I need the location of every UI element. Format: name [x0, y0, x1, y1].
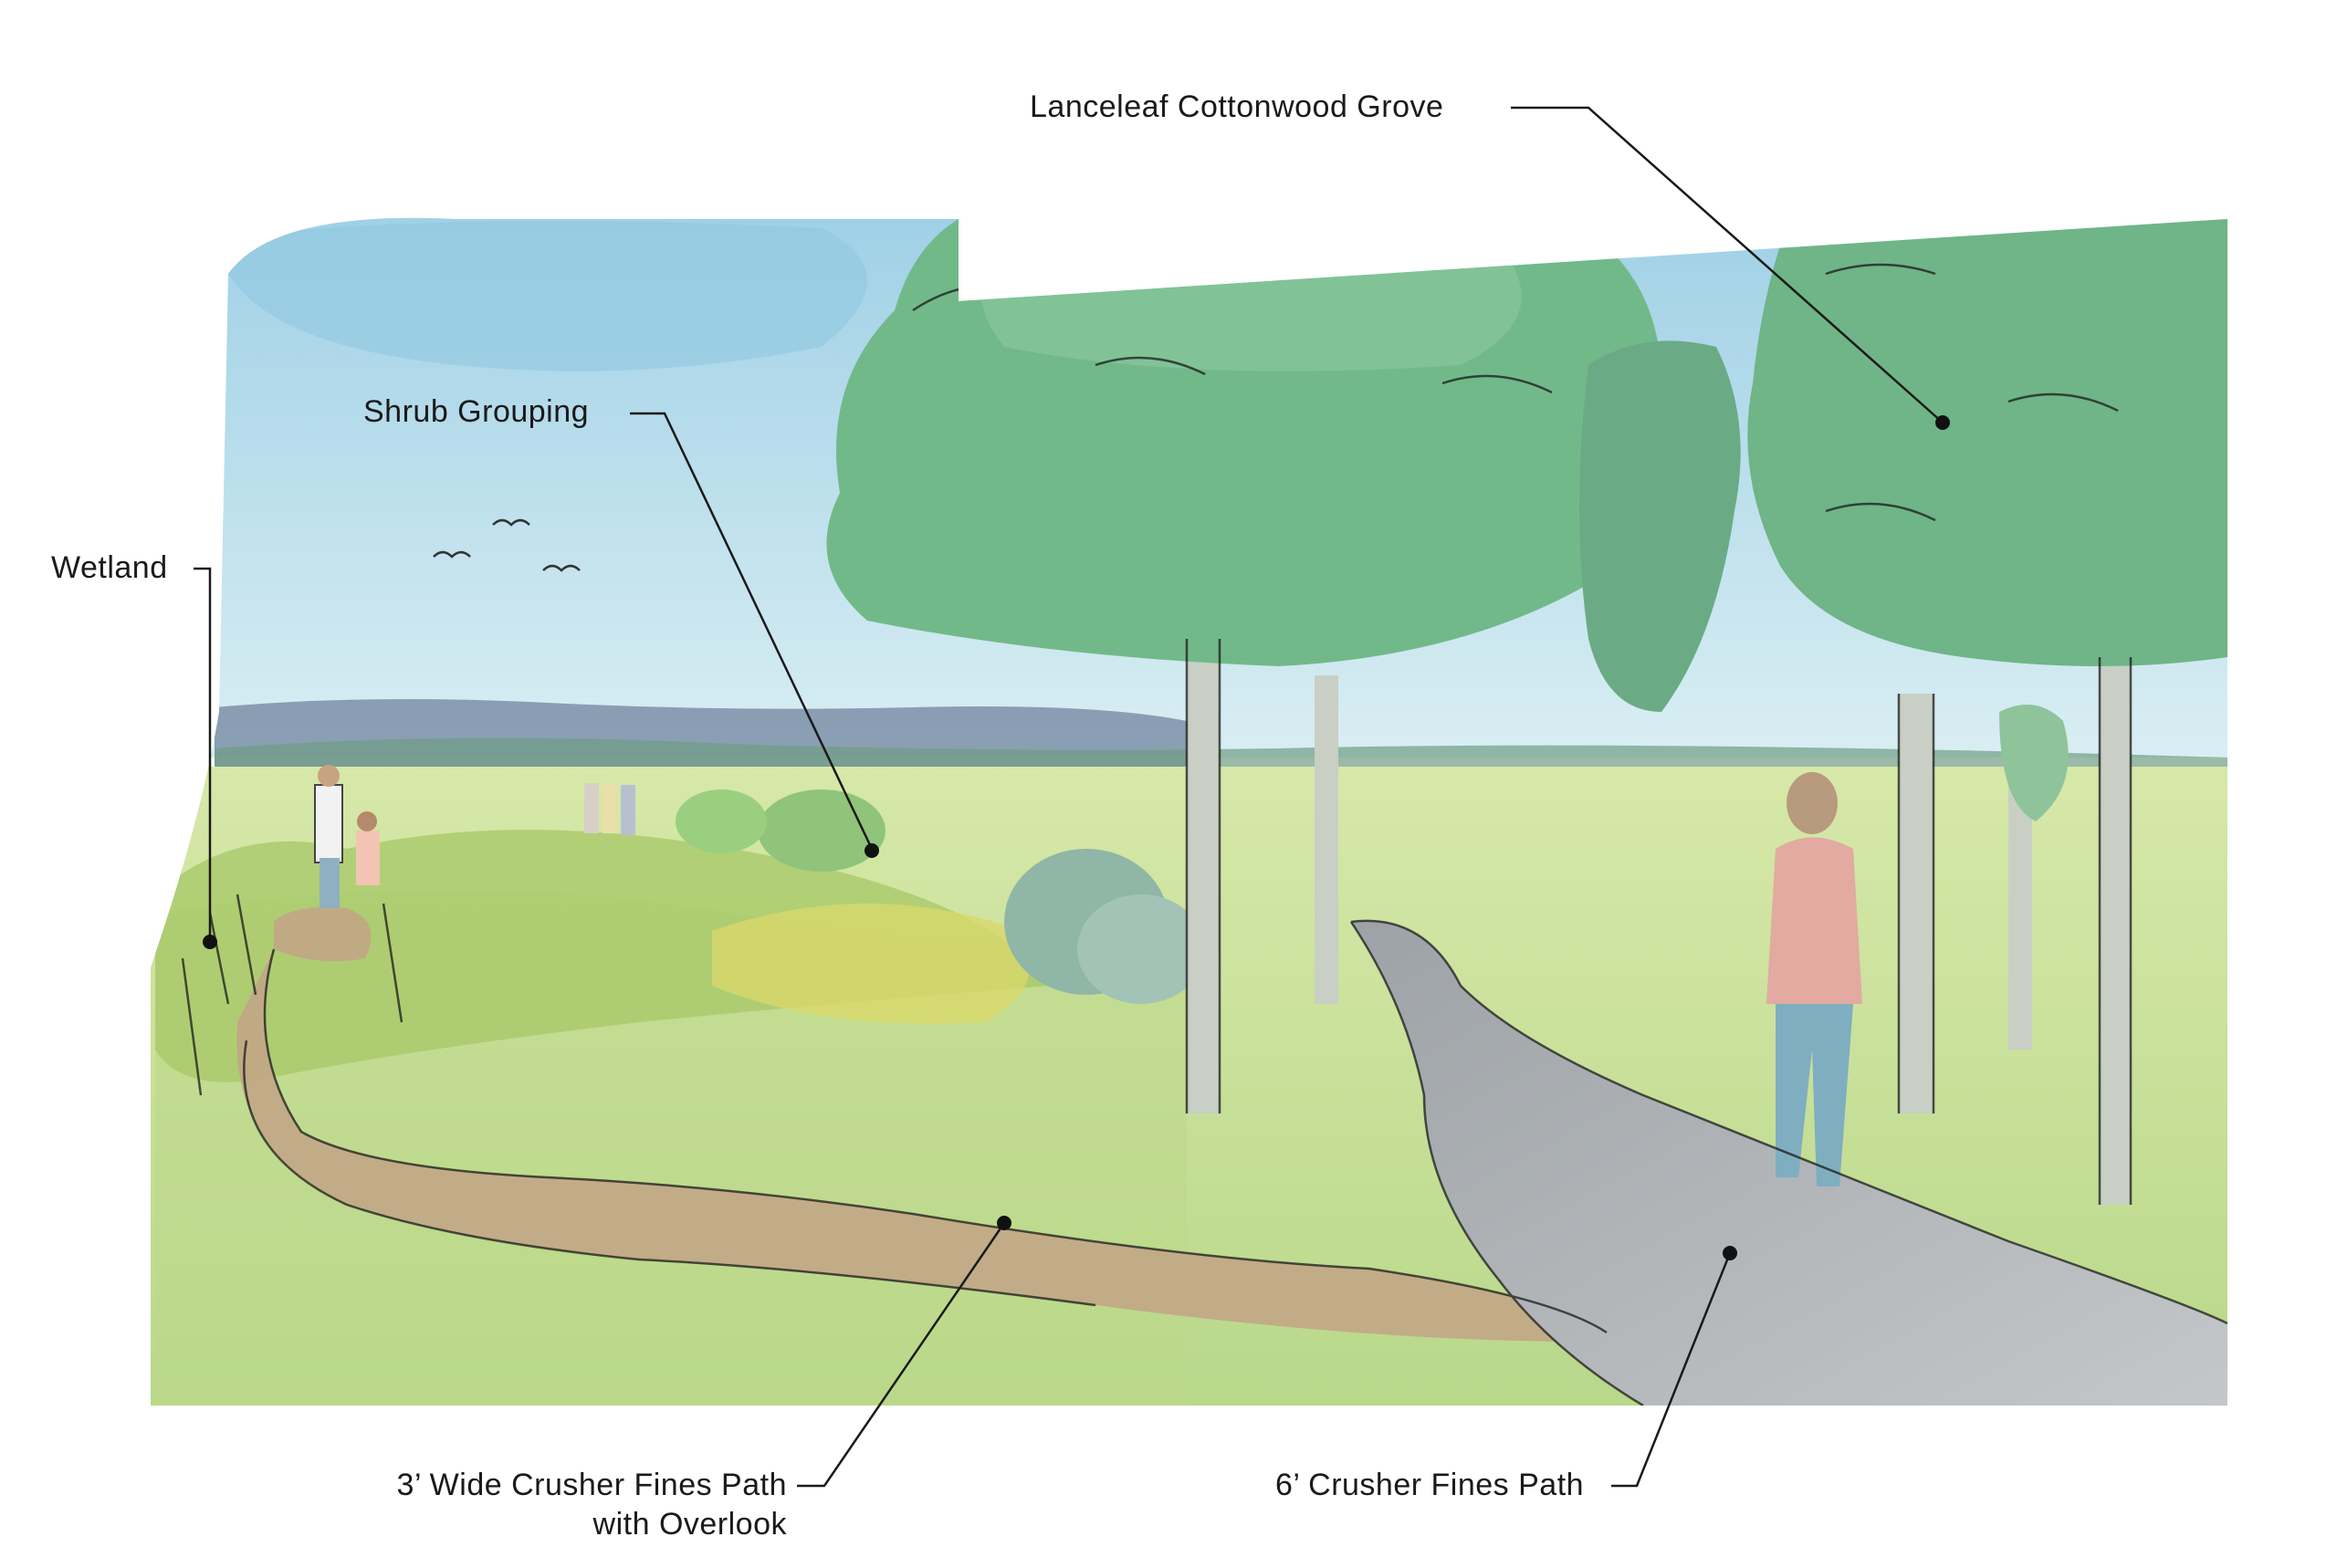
- shrub-green: [758, 789, 886, 872]
- trunk-4: [2100, 657, 2131, 1205]
- label-cottonwood-grove: Lanceleaf Cottonwood Grove: [1030, 89, 1444, 124]
- trunk-1: [1187, 639, 1220, 1113]
- sky-wash: [228, 221, 867, 371]
- trunk-3: [1899, 694, 1934, 1113]
- dot-shrub: [865, 843, 879, 858]
- trunk-2: [1315, 675, 1338, 1004]
- label-wetland: Wetland: [51, 550, 168, 585]
- dot-cottonwood: [1935, 415, 1950, 430]
- wetland-shrub-mass: [155, 830, 1050, 1082]
- label-wide-path: 6’ Crusher Fines Path: [1275, 1468, 1585, 1502]
- canopy-highlight: [981, 235, 1522, 371]
- narrow-path-overlook: [274, 907, 372, 962]
- canopy-middle: [1579, 340, 1741, 712]
- dot-narrow-path: [997, 1216, 1011, 1230]
- leader-lines: [194, 106, 1944, 1488]
- overlook-visitors: [314, 765, 635, 908]
- label-narrow-path: 3’ Wide Crusher Fines Path with Overlook: [347, 1466, 787, 1543]
- label-narrow-path-line2: with Overlook: [592, 1506, 787, 1542]
- dot-wetland: [203, 935, 217, 949]
- sketch-lines: [181, 263, 2227, 1406]
- walking-person: [1766, 772, 1862, 1186]
- leader-wide-path: [1611, 1252, 1732, 1488]
- leader-shrub: [630, 412, 874, 850]
- dot-wide-path: [1723, 1246, 1737, 1260]
- canopy-right: [1747, 219, 2227, 666]
- small-tree-far: [1999, 705, 2069, 821]
- label-narrow-path-line1: 3’ Wide Crusher Fines Path: [396, 1468, 787, 1502]
- shrub-green-2: [676, 789, 767, 853]
- leader-cottonwood: [1511, 106, 1944, 423]
- narrow-crusher-fines-path: [236, 949, 1608, 1342]
- yellow-grass: [712, 904, 1031, 1024]
- leader-narrow-path: [797, 1222, 1006, 1488]
- birds: [433, 518, 581, 572]
- shrub-blue-2: [1077, 894, 1205, 1004]
- leader-dots: [203, 415, 1950, 1260]
- leader-wetland: [194, 567, 212, 942]
- label-shrub-grouping: Shrub Grouping: [363, 394, 590, 429]
